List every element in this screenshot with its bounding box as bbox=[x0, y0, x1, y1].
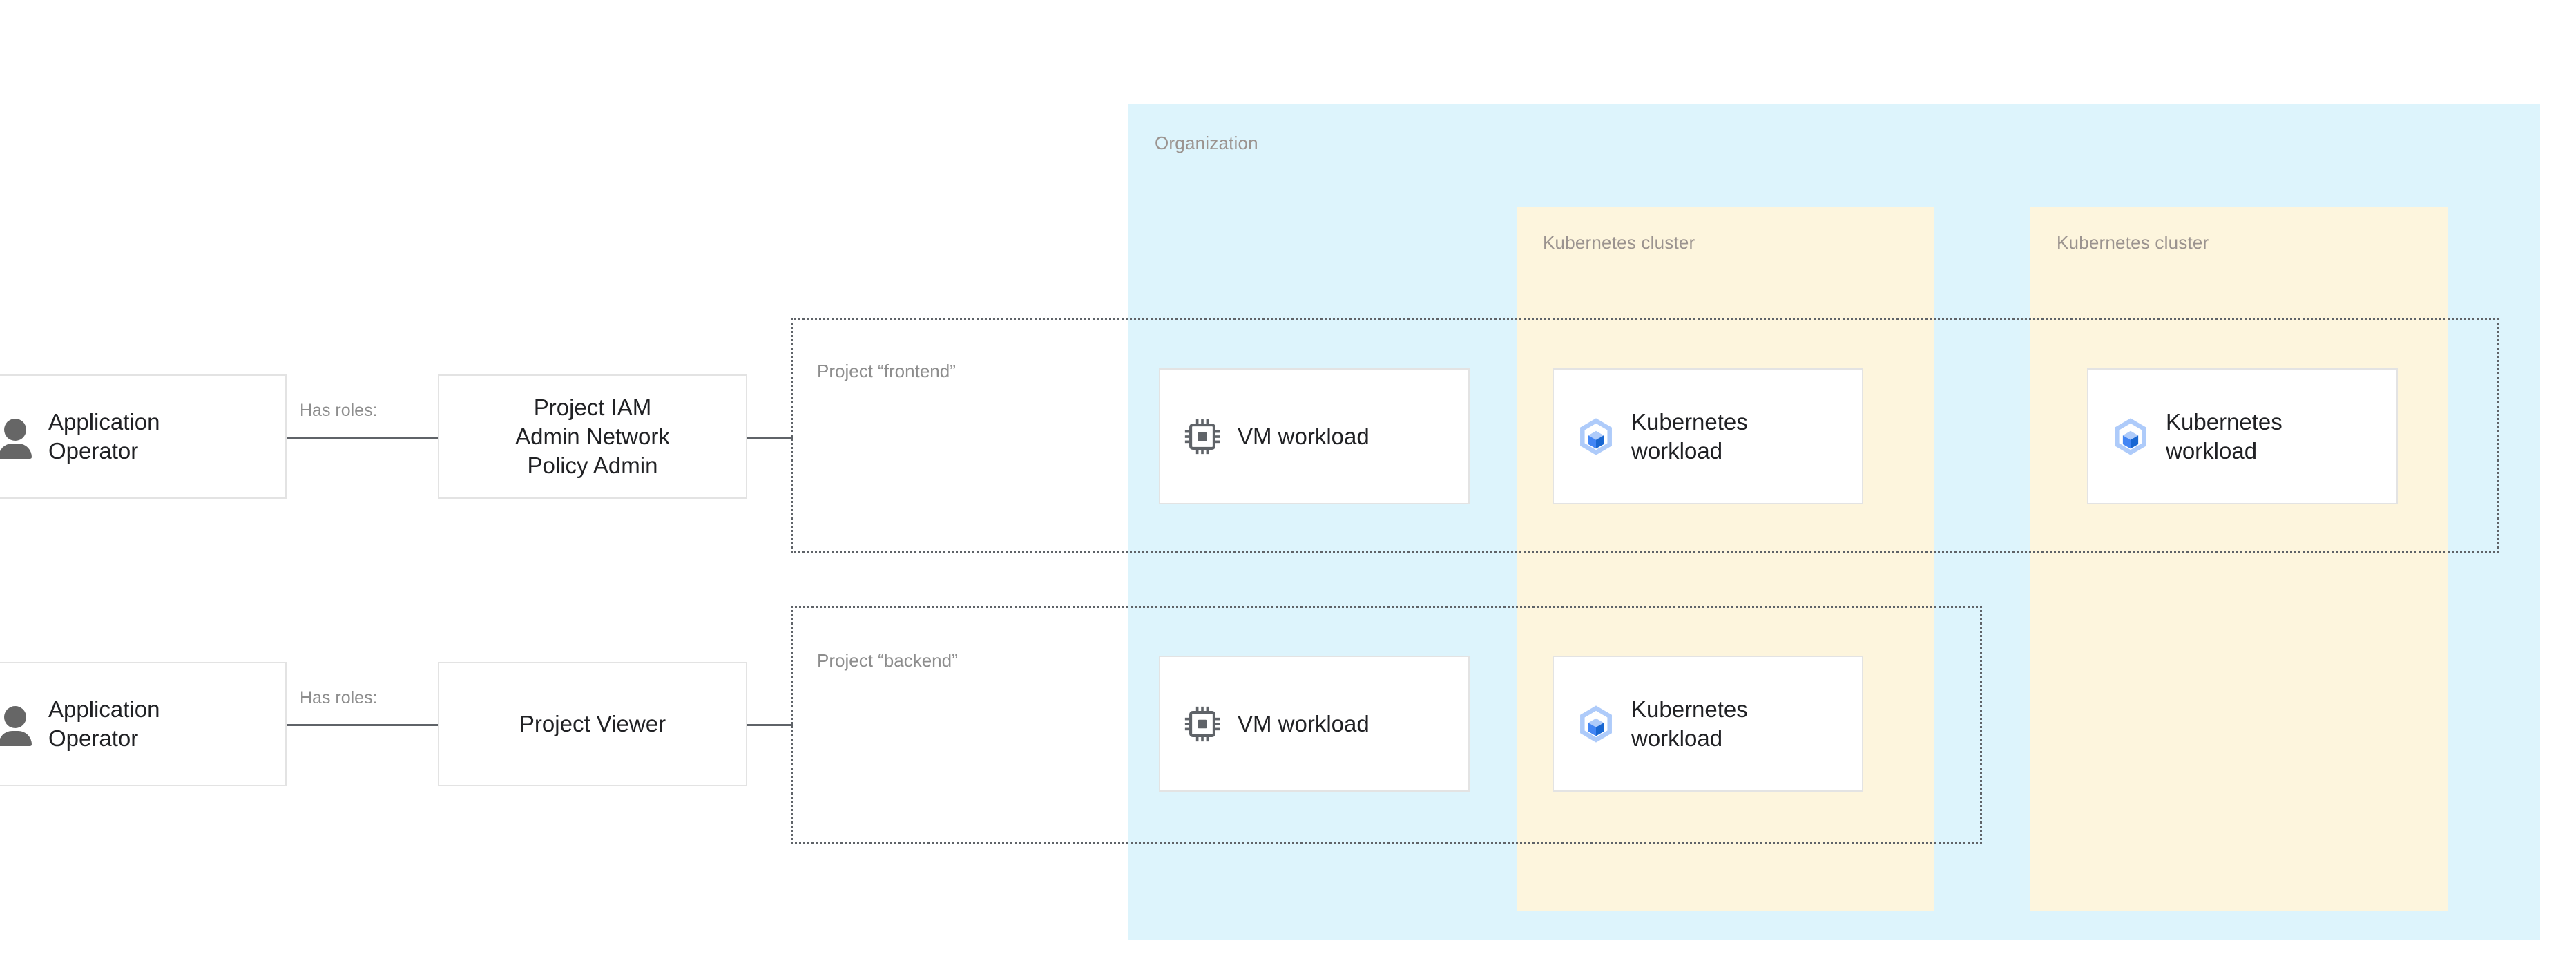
kubernetes-workload-icon bbox=[2115, 417, 2146, 455]
workload-label-frontend-kubernetes-2: Kubernetes workload bbox=[2166, 408, 2282, 464]
role-label-2: Project Viewer bbox=[519, 710, 666, 736]
project-boundary-frontend bbox=[791, 318, 2499, 553]
role-card-project-viewer[interactable]: Project Viewer bbox=[438, 662, 747, 786]
connector-actor2-to-role2 bbox=[282, 724, 442, 726]
workload-card-backend-kubernetes-1[interactable]: Kubernetes workload bbox=[1553, 656, 1863, 792]
kubernetes-cluster-region-1 bbox=[1517, 207, 1934, 911]
project-label-backend: Project “backend” bbox=[817, 650, 958, 671]
actor-card-application-operator-2[interactable]: Application Operator bbox=[0, 662, 287, 786]
actor-card-application-operator-1[interactable]: Application Operator bbox=[0, 374, 287, 499]
organization-label: Organization bbox=[1155, 133, 1258, 153]
kubernetes-cluster-label-1: Kubernetes cluster bbox=[1543, 232, 1695, 253]
cpu-chip-icon bbox=[1184, 706, 1220, 741]
workload-card-frontend-vm[interactable]: VM workload bbox=[1159, 368, 1470, 504]
role-card-project-iam-admin-network-policy-admin[interactable]: Project IAM Admin Network Policy Admin bbox=[438, 374, 747, 499]
actor-label-2: Application Operator bbox=[48, 696, 160, 751]
connector-role1-to-project-frontend bbox=[743, 437, 793, 439]
person-icon bbox=[0, 416, 35, 459]
kubernetes-workload-icon bbox=[1580, 417, 1612, 455]
kubernetes-cluster-region-2 bbox=[2030, 207, 2448, 911]
workload-label-frontend-kubernetes-1: Kubernetes workload bbox=[1631, 408, 1748, 464]
actor-label-1: Application Operator bbox=[48, 408, 160, 464]
workload-label-backend-vm: VM workload bbox=[1238, 710, 1369, 736]
workload-card-backend-vm[interactable]: VM workload bbox=[1159, 656, 1470, 792]
workload-card-frontend-kubernetes-1[interactable]: Kubernetes workload bbox=[1553, 368, 1863, 504]
connector-role2-to-project-backend bbox=[743, 724, 793, 726]
person-icon bbox=[0, 703, 35, 746]
role-label-1: Project IAM Admin Network Policy Admin bbox=[515, 394, 670, 479]
kubernetes-workload-icon bbox=[1580, 705, 1612, 743]
edge-label-has-roles-2: Has roles: bbox=[300, 688, 378, 707]
workload-card-frontend-kubernetes-2[interactable]: Kubernetes workload bbox=[2087, 368, 2398, 504]
cpu-chip-icon bbox=[1184, 419, 1220, 454]
connector-actor1-to-role1 bbox=[282, 437, 442, 439]
kubernetes-cluster-label-2: Kubernetes cluster bbox=[2057, 232, 2209, 253]
project-label-frontend: Project “frontend” bbox=[817, 361, 956, 381]
edge-label-has-roles-1: Has roles: bbox=[300, 401, 378, 420]
workload-label-backend-kubernetes-1: Kubernetes workload bbox=[1631, 696, 1748, 751]
workload-label-frontend-vm: VM workload bbox=[1238, 423, 1369, 449]
